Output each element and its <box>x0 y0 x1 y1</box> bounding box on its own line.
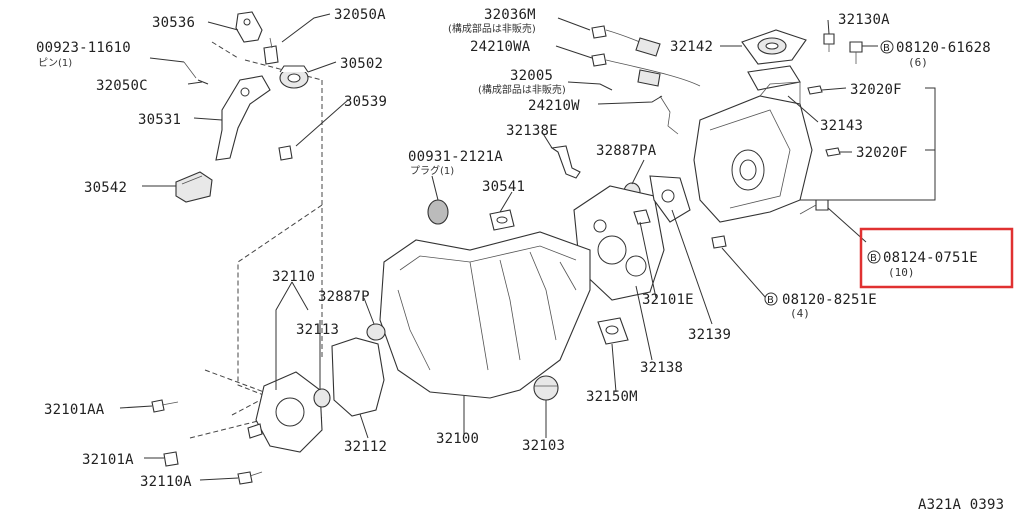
label-32110A: 32110A <box>140 474 192 490</box>
label-00931-sub: プラグ(1) <box>410 164 454 177</box>
label-30531: 30531 <box>138 112 181 128</box>
bolt-symbol-icon: B <box>870 253 877 264</box>
label-32887PA: 32887PA <box>596 143 657 159</box>
part-32103 <box>533 375 559 401</box>
part-32138 <box>633 209 651 225</box>
label-32103: 32103 <box>522 438 565 454</box>
part-transmission-case-32100 <box>379 231 591 399</box>
part-bolt-32110A <box>237 471 263 485</box>
label-32050A: 32050A <box>334 7 386 23</box>
label-32110: 32110 <box>272 269 315 285</box>
part-bolt-08120-8251E <box>711 235 727 249</box>
part-32150M <box>597 317 629 345</box>
label-24210WA: 24210WA <box>470 39 531 55</box>
part-30531 <box>215 75 271 161</box>
label-32113: 32113 <box>296 322 339 338</box>
part-bolt-08124-0751E <box>799 199 829 215</box>
part-30502 <box>279 65 309 89</box>
part-30542 <box>175 171 213 203</box>
label-32050C: 32050C <box>96 78 148 94</box>
label-32150M: 32150M <box>586 389 638 405</box>
part-gasket-32112 <box>331 337 385 417</box>
label-24210W: 24210W <box>528 98 580 114</box>
label-32020F-2: 32020F <box>856 145 908 161</box>
label-32100: 32100 <box>436 431 479 447</box>
label-32101E: 32101E <box>642 292 694 308</box>
part-plug-00931 <box>427 199 449 225</box>
highlight-box <box>859 227 1014 289</box>
label-30502: 30502 <box>340 56 383 72</box>
part-32020F-pins <box>807 85 841 157</box>
label-08120-8251E: 08120-8251E <box>782 292 877 308</box>
bolt-symbol-icon: B <box>883 43 890 54</box>
label-32020F-1: 32020F <box>850 82 902 98</box>
label-32138: 32138 <box>640 360 683 376</box>
label-00923-11610: 00923-11610 <box>36 40 131 56</box>
part-seal-32113 <box>313 388 331 408</box>
label-08124-0751E: 08124-0751E <box>883 250 978 266</box>
label-32143: 32143 <box>820 118 863 134</box>
label-32101AA: 32101AA <box>44 402 105 418</box>
part-bolt-32101AA <box>151 399 179 413</box>
label-32101A: 32101A <box>82 452 134 468</box>
label-00931-2121A: 00931-2121A <box>408 149 503 165</box>
part-labels: 30536 32050A 00923-11610 ピン(1) 30502 320… <box>36 7 1014 513</box>
label-32887P: 32887P <box>318 289 370 305</box>
label-08120-61628-group: B 08120-61628 (6) <box>880 40 991 69</box>
label-08120-61628-qty: (6) <box>908 56 928 69</box>
part-24210WA <box>591 53 701 87</box>
label-32130A: 32130A <box>838 12 890 28</box>
label-30541: 30541 <box>482 179 525 195</box>
label-08124-0751E-group: B 08124-0751E (10) <box>867 250 978 279</box>
part-bolt-32101A <box>163 451 179 467</box>
leader-lines <box>119 13 878 481</box>
part-32887P <box>366 323 386 341</box>
label-32036M-note: (構成部品は非販売) <box>448 22 536 35</box>
part-front-cover-32110 <box>247 371 323 453</box>
label-32138E: 32138E <box>506 123 558 139</box>
label-32036M: 32036M <box>484 7 536 23</box>
part-bolt-08120-61628 <box>849 41 863 64</box>
drawing-reference: A321A 0393 <box>918 497 1004 513</box>
part-30541 <box>489 209 515 231</box>
label-08124-0751E-qty: (10) <box>888 266 915 279</box>
label-32112: 32112 <box>344 439 387 455</box>
label-08120-61628: 08120-61628 <box>896 40 991 56</box>
label-08120-8251E-qty: (4) <box>790 307 810 320</box>
label-30536: 30536 <box>152 15 195 31</box>
part-rear-extension-housing <box>693 81 813 223</box>
label-32005: 32005 <box>510 68 553 84</box>
part-32142 <box>741 29 807 65</box>
bolt-symbol-icon: B <box>767 295 774 306</box>
part-24210W <box>659 95 679 135</box>
part-30536 <box>235 11 263 43</box>
label-32142: 32142 <box>670 39 713 55</box>
label-32139: 32139 <box>688 327 731 343</box>
part-32143 <box>747 65 801 91</box>
label-32005-note: (構成部品は非販売) <box>478 83 566 96</box>
part-32050A <box>263 37 279 65</box>
part-32138E <box>550 145 581 179</box>
label-08120-8251E-group: B 08120-8251E (4) <box>764 292 877 320</box>
label-30539: 30539 <box>344 94 387 110</box>
part-32036M <box>591 25 661 57</box>
part-32130A <box>823 33 835 52</box>
part-gasket-32139 <box>649 175 691 223</box>
label-00923-sub: ピン(1) <box>38 57 72 69</box>
part-30539 <box>278 145 293 161</box>
label-30542: 30542 <box>84 180 127 196</box>
part-pin-32050C <box>183 61 209 85</box>
